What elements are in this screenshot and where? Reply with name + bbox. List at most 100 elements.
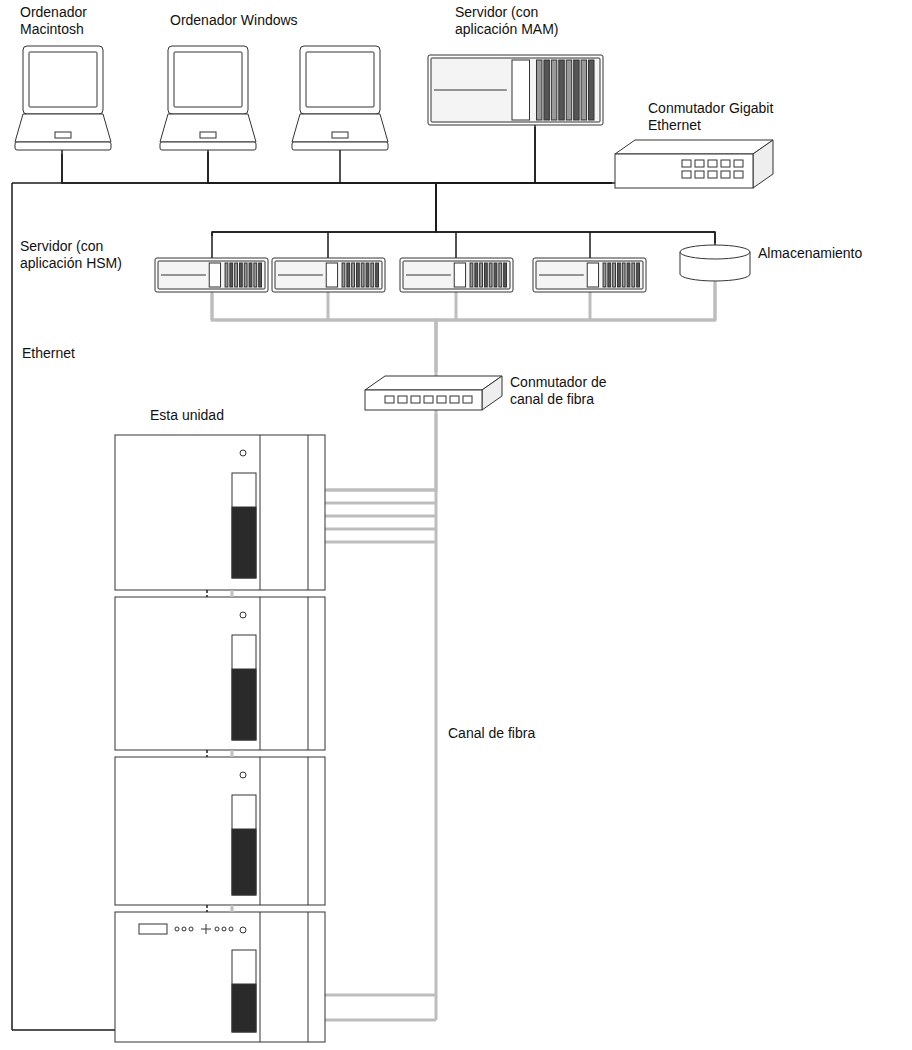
switch-port (463, 396, 472, 403)
drive-bay (617, 263, 620, 287)
network-connector (62, 154, 612, 183)
module-window (232, 795, 256, 895)
network-connector (535, 127, 612, 183)
module-divider (260, 757, 261, 905)
module-link (206, 750, 208, 757)
network-label: Ethernet (20, 345, 77, 362)
drive-bay (551, 60, 556, 120)
ethernet-drop (327, 232, 329, 258)
drive-bay (613, 263, 616, 287)
ethernet-cable (11, 183, 13, 1030)
device-label: Almacenamiento (758, 243, 883, 262)
drive-bay (342, 263, 345, 287)
device-label: Ordenador Macintosh (20, 2, 115, 38)
drive-bay (544, 60, 549, 120)
drive-bay (637, 263, 640, 287)
module-window-fill (232, 507, 256, 578)
drive-bay (603, 263, 606, 287)
module-divider (308, 757, 309, 905)
device-node: Almacenamiento (678, 243, 888, 283)
fibre-drop (455, 292, 458, 320)
switch-port (450, 396, 459, 403)
device-node: Servidor (con aplicación MAM) (425, 2, 610, 127)
laptop-pad (55, 132, 71, 138)
server-panel (326, 263, 337, 287)
network-connector (327, 414, 436, 490)
server-slot (161, 275, 206, 276)
drive-bay (239, 263, 242, 287)
drive-bay (581, 60, 586, 120)
server-chassis (272, 258, 385, 292)
drive-bay (475, 263, 478, 287)
drive-bay (347, 263, 350, 287)
fibre-link (325, 1019, 436, 1022)
drive-bay (499, 263, 502, 287)
fibre-link (325, 994, 436, 997)
device-node: Ordenador Windows (155, 10, 320, 152)
drive-bay (589, 60, 594, 120)
laptop-pad (332, 132, 348, 138)
drive-bay (627, 263, 630, 287)
server-chassis (400, 258, 513, 292)
front-button (182, 927, 186, 931)
fibre-link (325, 541, 436, 544)
module-divider (260, 435, 261, 590)
drive-bay (489, 263, 492, 287)
drive-bay (494, 263, 497, 287)
device-label: Ordenador Windows (170, 10, 315, 29)
drive-bay (622, 263, 625, 287)
laptop-screen (29, 52, 97, 107)
module-divider (260, 597, 261, 750)
device-label: Conmutador de canal de fibra (510, 372, 622, 408)
server-slot (406, 275, 451, 276)
server-front (158, 261, 265, 289)
server-chassis (533, 258, 646, 292)
switch-port (695, 160, 704, 167)
front-cross (201, 924, 211, 934)
server-front (275, 261, 382, 289)
module-lamp (240, 450, 246, 456)
module-lamp (240, 772, 246, 778)
device-node: Conmutador de canal de fibra (363, 372, 625, 414)
drive-bay (632, 263, 635, 287)
front-button (175, 927, 179, 931)
device-node: Ordenador Macintosh (12, 2, 117, 154)
drive-bay (235, 263, 238, 287)
switch-port (411, 396, 420, 403)
switch-port (695, 171, 704, 178)
drive-bay (608, 263, 611, 287)
module-link (206, 905, 208, 912)
drive-bay (259, 263, 262, 287)
module-divider (308, 597, 309, 750)
server-panel (454, 263, 465, 287)
storage-top (680, 245, 750, 259)
network-connector (212, 294, 436, 372)
drive-bay (484, 263, 487, 287)
network-connector (436, 183, 715, 243)
module-window-fill (232, 984, 256, 1032)
laptop-base (160, 114, 256, 142)
drive-bay (480, 263, 483, 287)
switch-port (385, 396, 394, 403)
drive-bay (366, 263, 369, 287)
switch-top (615, 140, 773, 154)
switch-port (721, 171, 730, 178)
network-connector (436, 283, 715, 372)
switch-port (682, 160, 691, 167)
drive-bay (352, 263, 355, 287)
fibre-drop (589, 292, 592, 320)
ethernet-drop (589, 232, 591, 258)
drive-bay (361, 263, 364, 287)
module-window-fill (232, 669, 256, 740)
server-panel (587, 263, 598, 287)
module-window (232, 950, 256, 1032)
laptop-pad (200, 132, 216, 138)
drive-bay (225, 263, 228, 287)
module-window (232, 635, 256, 740)
server-slot (434, 90, 507, 91)
library-module (115, 435, 325, 590)
server-front (536, 261, 643, 289)
